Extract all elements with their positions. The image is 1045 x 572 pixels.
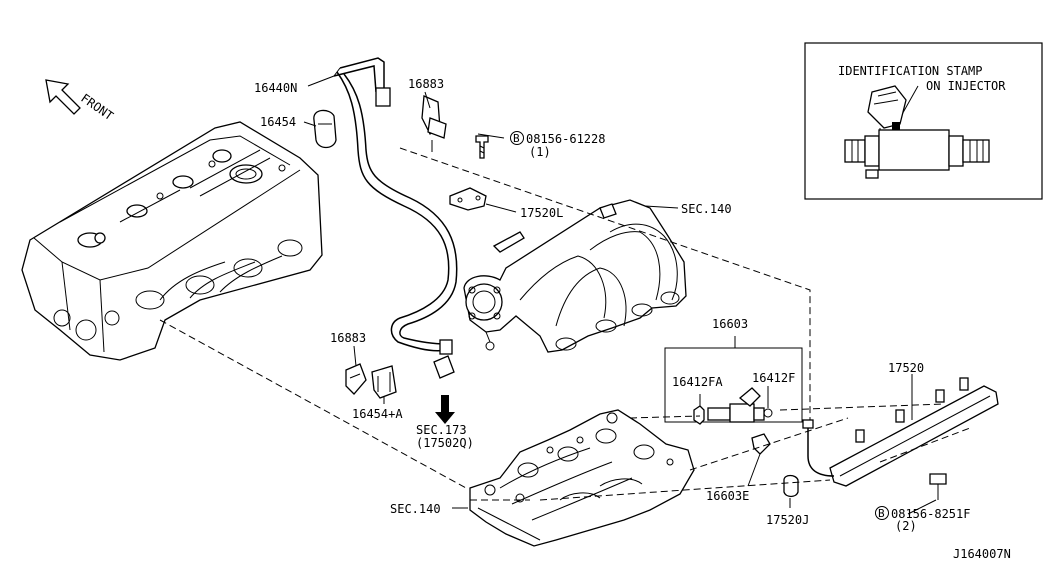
- label-16603e: 16603E: [706, 489, 749, 503]
- label-17520: 17520: [888, 361, 924, 375]
- hose-assembly-drawing: [313, 57, 489, 399]
- injector-detail-drawing: [664, 336, 803, 455]
- inset-label-on-injector: ON INJECTOR: [926, 79, 1006, 93]
- diagram-id: J164007N: [953, 547, 1011, 561]
- bolt-b-marker-top: B: [513, 132, 520, 145]
- label-17520l: 17520L: [520, 206, 563, 220]
- injector-inset: IDENTIFICATION STAMP ON INJECTOR: [804, 42, 1043, 200]
- label-sec140-bottom: SEC.140: [390, 502, 441, 516]
- label-16412f: 16412F: [752, 371, 795, 385]
- lower-intake-manifold-drawing: [469, 409, 695, 547]
- front-arrow-icon: [45, 79, 81, 115]
- label-16454: 16454: [260, 115, 296, 129]
- injector-drawing: [844, 85, 990, 179]
- bolt-b-marker-bottom-icon: [875, 506, 889, 520]
- front-label: FRONT: [78, 91, 116, 123]
- label-16603: 16603: [712, 317, 748, 331]
- bolt-b-marker-bottom: B: [878, 507, 885, 520]
- label-bolt-top-qty: (1): [529, 145, 551, 159]
- sec173-arrow-icon: [435, 395, 455, 424]
- inset-label-identification-stamp: IDENTIFICATION STAMP: [838, 64, 983, 78]
- label-sec140-top: SEC.140: [681, 202, 732, 216]
- cylinder-head-drawing: [21, 121, 323, 361]
- label-sec173-ref: (17502Q): [416, 436, 474, 450]
- label-16454a: 16454+A: [352, 407, 403, 421]
- label-bolt-bottom-qty: (2): [895, 519, 917, 533]
- label-bolt-08156-61228: 08156-61228: [526, 132, 605, 146]
- label-16883-top: 16883: [408, 77, 444, 91]
- label-sec173: SEC.173: [416, 423, 467, 437]
- bolt-callout-top: B 08156-61228 (1): [510, 131, 605, 159]
- bolt-b-marker-icon: [510, 131, 524, 145]
- label-bolt-08156-8251f: 08156-8251F: [891, 507, 970, 521]
- upper-intake-manifold-drawing: [463, 199, 687, 353]
- front-direction-indicator: FRONT: [45, 79, 116, 123]
- reference-lines: [159, 147, 971, 501]
- fuel-rail-drawing: [783, 377, 999, 500]
- leader-lines: [303, 75, 937, 515]
- label-16412fa: 16412FA: [672, 375, 723, 389]
- label-17520j: 17520J: [766, 513, 809, 527]
- bolt-callout-bottom: B 08156-8251F (2): [875, 506, 970, 533]
- label-16883-low: 16883: [330, 331, 366, 345]
- label-16440n: 16440N: [254, 81, 297, 95]
